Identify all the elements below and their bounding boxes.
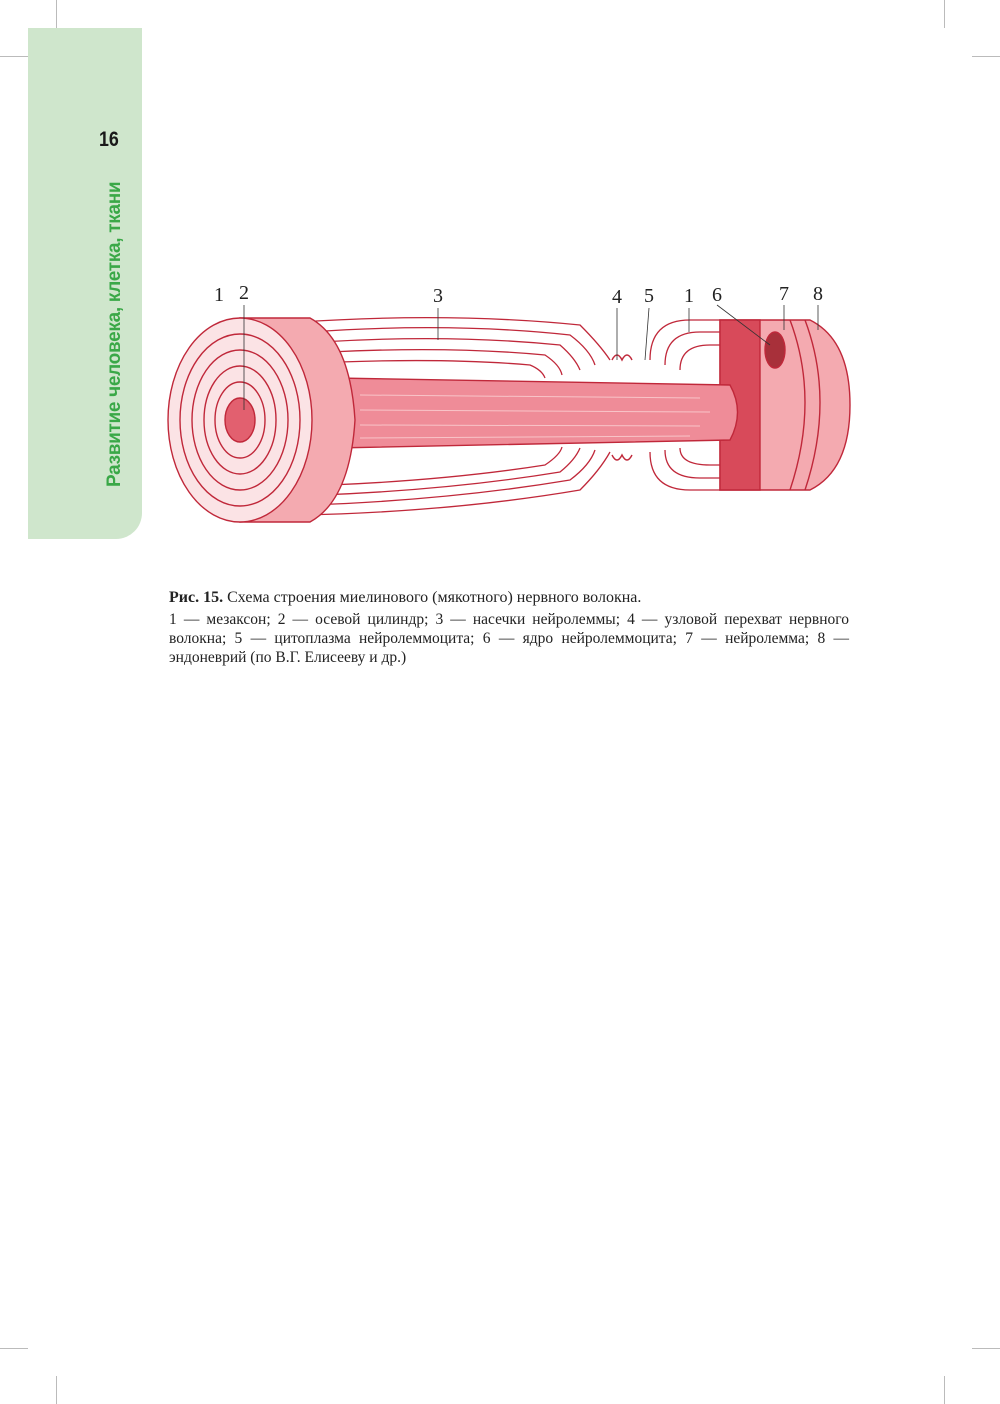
- figure-label: 4: [612, 286, 622, 308]
- figure-label: 3: [433, 285, 443, 307]
- crop-mark: [56, 0, 57, 28]
- crop-mark: [0, 56, 28, 57]
- crop-mark: [56, 1376, 57, 1404]
- chapter-tab: [28, 28, 142, 539]
- caption-title: Схема строения миелинового (мякотного) н…: [227, 589, 642, 606]
- figure-label: 8: [813, 283, 823, 305]
- figure-label: 5: [644, 285, 654, 307]
- figure-reference: Рис. 15.: [169, 589, 224, 606]
- figure-label: 1: [684, 285, 694, 307]
- running-head: Развитие человека, клетка, ткани: [104, 181, 125, 487]
- figure-caption: Рис. 15. Схема строения миелинового (мяк…: [169, 588, 849, 667]
- page-number: 16: [99, 128, 119, 151]
- caption-legend: 1 — мезаксон; 2 — осевой цилиндр; 3 — на…: [169, 611, 849, 666]
- crop-mark: [944, 0, 945, 28]
- crop-mark: [0, 1348, 28, 1349]
- crop-mark: [944, 1376, 945, 1404]
- crop-mark: [972, 1348, 1000, 1349]
- figure-label: 6: [712, 284, 722, 306]
- crop-mark: [972, 56, 1000, 57]
- figure-label: 1: [214, 284, 224, 306]
- nerve-fiber-illustration: 1 2 3 4 5 1 6 7 8: [167, 282, 851, 523]
- figure-label: 2: [239, 282, 249, 304]
- figure-label: 7: [779, 283, 789, 305]
